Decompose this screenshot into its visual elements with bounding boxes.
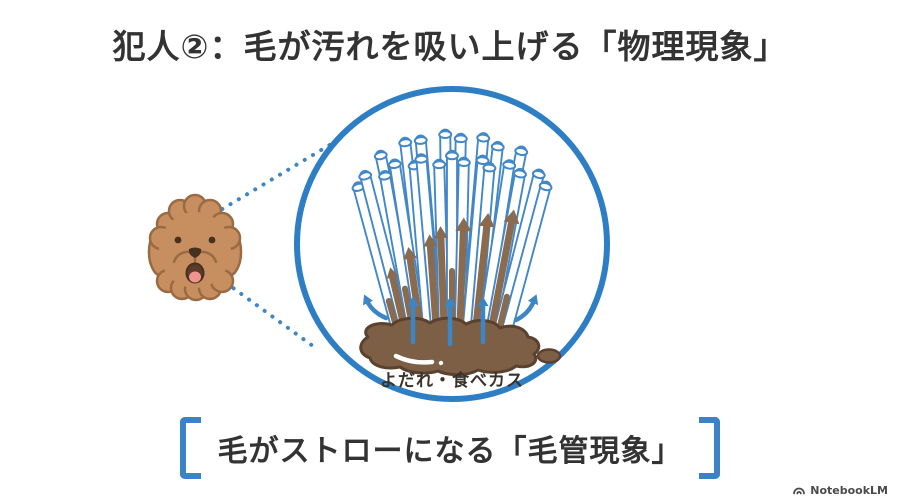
dirt-arrowhead [478, 213, 495, 228]
hair-straw [478, 159, 517, 332]
dog-eye [174, 236, 182, 244]
dirt-arrowhead [423, 234, 438, 247]
dirt-arrowhead [455, 217, 472, 232]
dirt-arrow-shaft [456, 227, 467, 330]
dirt-arrowhead [503, 209, 520, 225]
left-bracket-icon [180, 417, 201, 479]
suction-arrowhead [407, 296, 419, 306]
suction-arrows [362, 294, 539, 347]
hair-straw [502, 180, 553, 332]
brand-footer: NotebookLM [792, 483, 888, 497]
suction-arrowhead [362, 294, 374, 306]
suction-arrow-shaft [365, 300, 389, 321]
suction-arrowhead [527, 294, 539, 306]
dirt-arrow-shaft [488, 219, 515, 330]
puddle [359, 316, 562, 377]
brand-name: NotebookLM [810, 483, 888, 497]
poodle-face [147, 193, 243, 302]
notebooklm-logo-icon [793, 487, 806, 495]
dirt-arrowhead [433, 226, 448, 239]
dotted-guide-line [216, 275, 319, 351]
dog-eye [208, 236, 216, 244]
dirt-arrow-shaft [472, 223, 491, 330]
dirt-arrowhead [386, 267, 399, 279]
suction-arrow-shaft [513, 300, 536, 323]
dirt-arrow-shaft [437, 234, 448, 330]
dog-nose [188, 247, 202, 258]
suction-arrowhead [444, 296, 456, 306]
dirt-arrowhead [403, 246, 418, 260]
dirt-arrow-shaft [389, 273, 408, 330]
puddle-label: よだれ・食べカス [380, 371, 524, 391]
hair-straw [462, 154, 490, 332]
right-bracket-icon [699, 417, 720, 479]
dirt-arrow-shaft [426, 242, 440, 330]
dog-tongue [189, 271, 201, 283]
dirt-column [497, 293, 510, 329]
dirt-arrow-shaft [406, 255, 424, 330]
caption-text: 毛がストローになる「毛管現象」 [217, 434, 683, 469]
puddle-highlight [393, 353, 435, 365]
suction-arrowhead [477, 296, 489, 306]
page-title: 犯人②：毛が汚れを吸い上げる「物理現象」 [112, 27, 788, 66]
caption-banner: 毛がストローになる「毛管現象」 [180, 417, 720, 479]
